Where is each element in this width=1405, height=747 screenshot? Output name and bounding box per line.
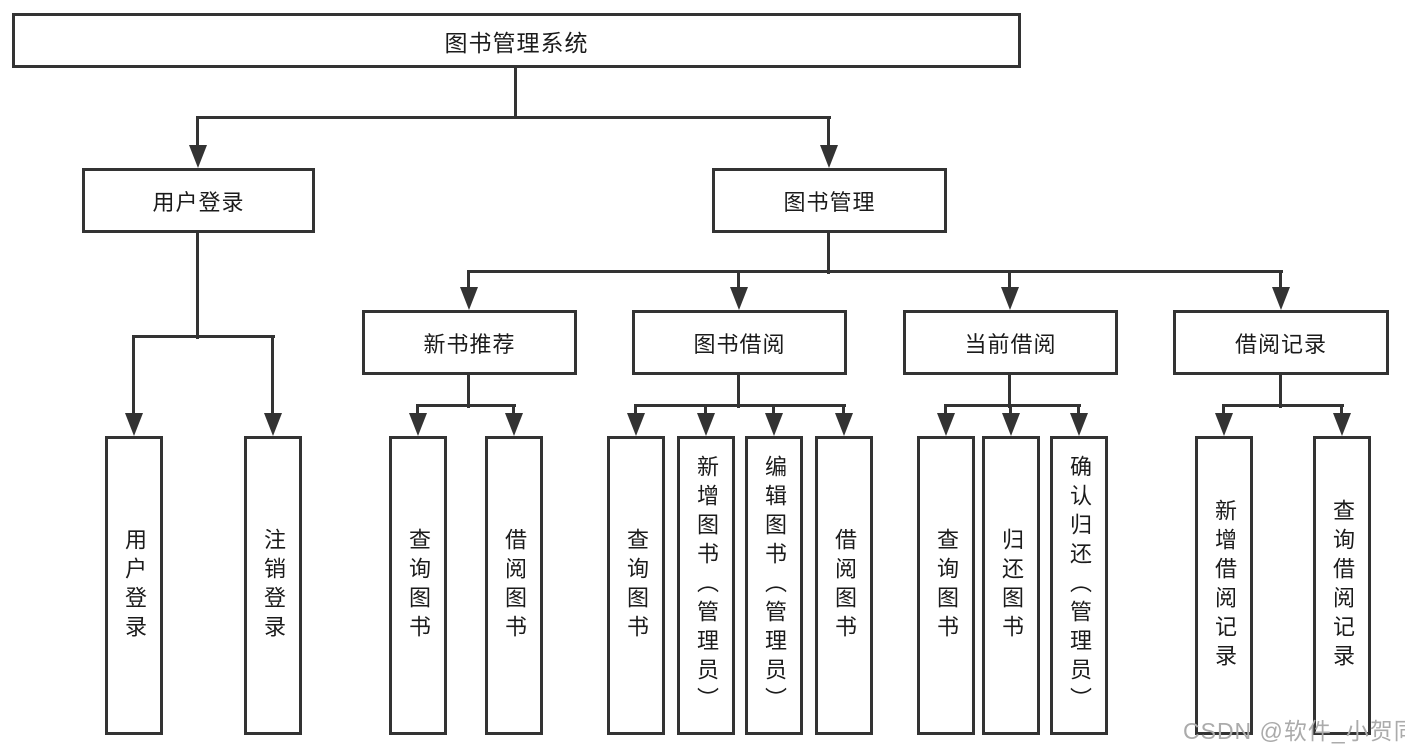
connector-line-vertical [132, 336, 135, 415]
node-new-book-recommendation: 新书推荐 [362, 310, 577, 375]
node-label: 用户登录 [152, 189, 245, 215]
node-label: 确认归还（管理员） [1067, 455, 1092, 716]
node-label: 当前借阅 [964, 331, 1057, 357]
arrowhead-down-icon [820, 145, 838, 168]
connector-line-vertical [1279, 271, 1282, 290]
connector-line-vertical [1077, 405, 1080, 415]
connector-line-vertical [512, 405, 515, 415]
node-book-borrowing: 图书借阅 [632, 310, 847, 375]
connector-line-vertical [737, 375, 740, 408]
watermark-text: CSDN @软件_小贺同学 [1183, 718, 1405, 744]
connector-line-vertical [467, 271, 470, 290]
node-label: 新增借阅记录 [1212, 498, 1237, 673]
node-leaf-query-books-recommend: 查询图书 [389, 436, 447, 735]
node-leaf-add-books-admin: 新增图书（管理员） [677, 436, 735, 735]
arrowhead-down-icon [1333, 413, 1351, 436]
node-leaf-logout: 注销登录 [244, 436, 302, 735]
node-label: 新书推荐 [423, 331, 516, 357]
arrowhead-down-icon [730, 287, 748, 310]
arrowhead-down-icon [1272, 287, 1290, 310]
connector-line-vertical [196, 233, 199, 339]
arrowhead-down-icon [1001, 287, 1019, 310]
node-leaf-query-borrow-record: 查询借阅记录 [1313, 436, 1371, 735]
connector-line-vertical [772, 405, 775, 415]
node-book-management-module: 图书管理 [712, 168, 947, 233]
connector-line-vertical [1340, 405, 1343, 415]
node-leaf-query-books-borrowing: 查询图书 [607, 436, 665, 735]
node-label: 查询图书 [406, 527, 431, 644]
node-label: 图书管理 [783, 189, 876, 215]
connector-line-vertical [1008, 375, 1011, 408]
connector-line-vertical [827, 233, 830, 274]
connector-line-horizontal [634, 404, 846, 407]
node-label: 用户登录 [122, 527, 147, 644]
node-user-login-module: 用户登录 [82, 168, 315, 233]
node-leaf-edit-books-admin: 编辑图书（管理员） [745, 436, 803, 735]
arrowhead-down-icon [835, 413, 853, 436]
arrowhead-down-icon [505, 413, 523, 436]
connector-line-vertical [1009, 405, 1012, 415]
connector-line-vertical [704, 405, 707, 415]
arrowhead-down-icon [409, 413, 427, 436]
arrowhead-down-icon [1002, 413, 1020, 436]
arrowhead-down-icon [125, 413, 143, 436]
node-leaf-return-books: 归还图书 [982, 436, 1040, 735]
node-borrowing-records: 借阅记录 [1173, 310, 1389, 375]
arrowhead-down-icon [697, 413, 715, 436]
connector-line-horizontal [944, 404, 1081, 407]
node-leaf-query-books-current: 查询图书 [917, 436, 975, 735]
arrowhead-down-icon [1215, 413, 1233, 436]
node-label: 查询图书 [934, 527, 959, 644]
connector-line-vertical [196, 117, 199, 147]
node-label: 编辑图书（管理员） [762, 455, 787, 716]
arrowhead-down-icon [264, 413, 282, 436]
connector-line-horizontal [196, 116, 831, 119]
node-leaf-confirm-return-admin: 确认归还（管理员） [1050, 436, 1108, 735]
arrowhead-down-icon [627, 413, 645, 436]
arrowhead-down-icon [765, 413, 783, 436]
node-leaf-add-borrow-record: 新增借阅记录 [1195, 436, 1253, 735]
connector-line-horizontal [416, 404, 516, 407]
node-library-management-system: 图书管理系统 [12, 13, 1021, 68]
node-label: 图书管理系统 [444, 29, 589, 56]
node-label: 注销登录 [261, 527, 286, 644]
connector-line-vertical [1008, 271, 1011, 290]
connector-line-vertical [271, 336, 274, 415]
node-label: 借阅记录 [1234, 331, 1327, 357]
node-label: 归还图书 [999, 527, 1024, 644]
connector-line-horizontal [467, 270, 1283, 273]
node-label: 新增图书（管理员） [694, 455, 719, 716]
connector-line-vertical [827, 117, 830, 147]
arrowhead-down-icon [189, 145, 207, 168]
connector-line-vertical [842, 405, 845, 415]
node-label: 图书借阅 [693, 331, 786, 357]
connector-line-vertical [514, 68, 517, 119]
connector-line-vertical [1222, 405, 1225, 415]
connector-line-vertical [944, 405, 947, 415]
arrowhead-down-icon [1070, 413, 1088, 436]
node-current-borrowing: 当前借阅 [903, 310, 1118, 375]
node-label: 查询借阅记录 [1330, 498, 1355, 673]
node-leaf-borrow-books: 借阅图书 [815, 436, 873, 735]
connector-line-horizontal [1222, 404, 1344, 407]
arrowhead-down-icon [937, 413, 955, 436]
connector-line-vertical [634, 405, 637, 415]
node-label: 借阅图书 [832, 527, 857, 644]
node-label: 查询图书 [624, 527, 649, 644]
node-leaf-user-login: 用户登录 [105, 436, 163, 735]
connector-line-vertical [416, 405, 419, 415]
connector-line-vertical [737, 271, 740, 290]
node-leaf-borrow-books-recommend: 借阅图书 [485, 436, 543, 735]
connector-line-vertical [467, 375, 470, 408]
arrowhead-down-icon [460, 287, 478, 310]
connector-line-vertical [1279, 375, 1282, 408]
connector-line-horizontal [132, 335, 275, 338]
node-label: 借阅图书 [502, 527, 527, 644]
